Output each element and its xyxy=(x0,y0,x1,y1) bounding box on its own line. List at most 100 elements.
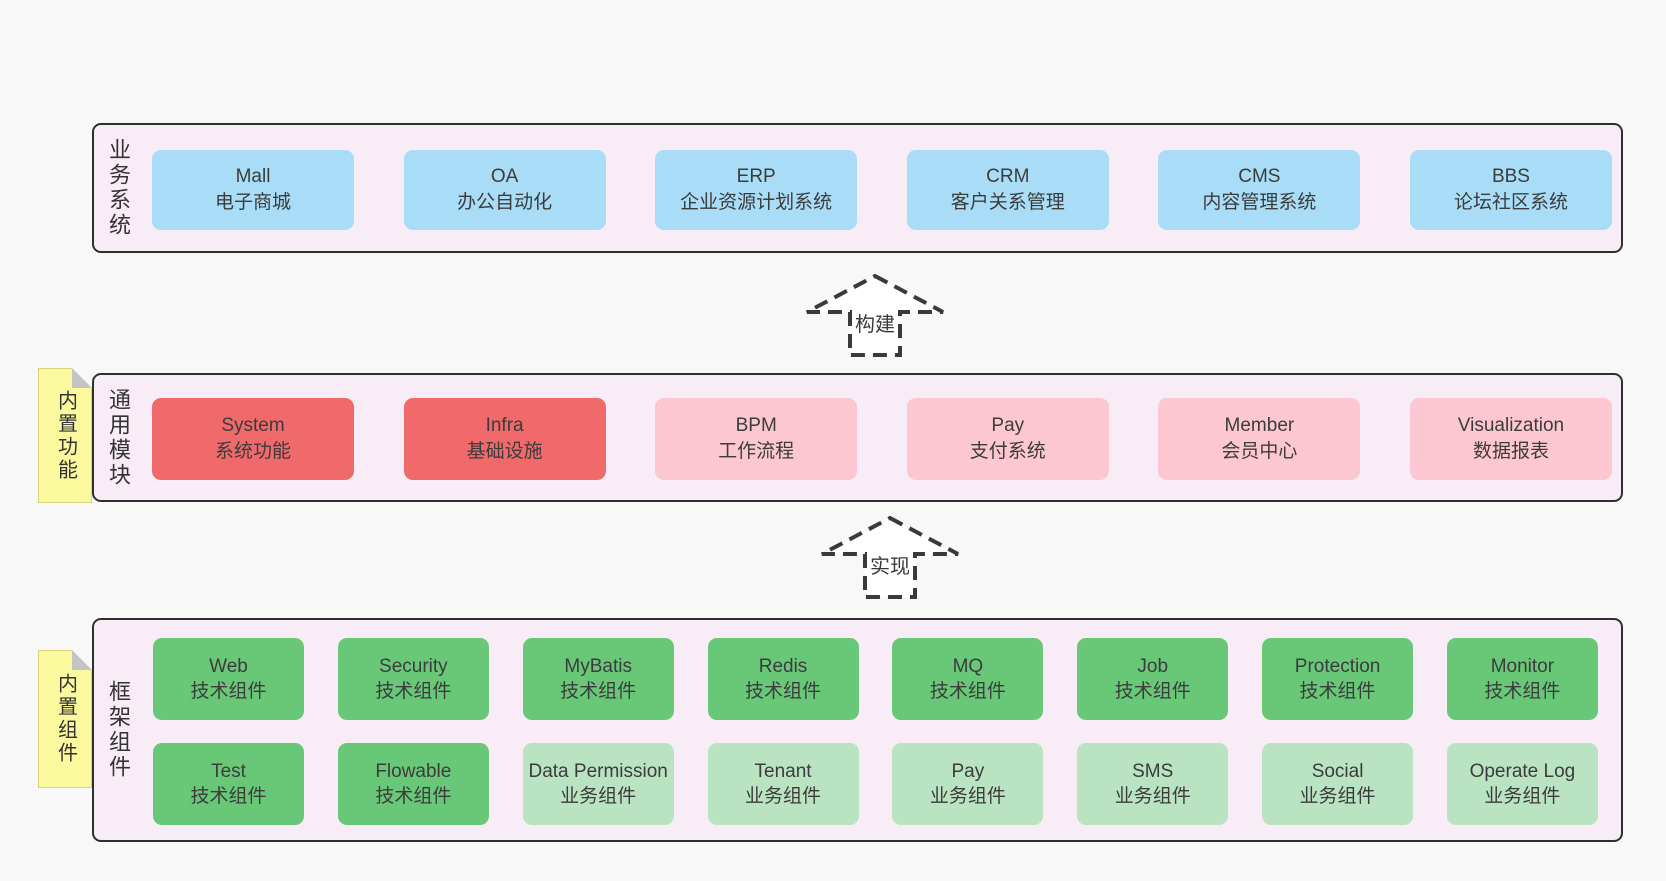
band-label-framework-components: 框架组件 xyxy=(106,680,131,780)
box-title: OA xyxy=(490,166,519,187)
box-subtitle: 技术组件 xyxy=(560,681,637,702)
box-title: Pay xyxy=(951,761,985,782)
sticky-fold-icon xyxy=(72,368,92,388)
box-title: Test xyxy=(211,761,246,782)
band-business-systems: 业务系统 Mall 电子商城 OA 办公自动化 ERP 企业资源计划系统 CRM… xyxy=(92,123,1623,253)
box-title: SMS xyxy=(1132,761,1174,782)
box-protection: Protection 技术组件 xyxy=(1262,638,1414,720)
box-erp: ERP 企业资源计划系统 xyxy=(655,150,858,230)
box-subtitle: 业务组件 xyxy=(929,786,1006,807)
box-title: Tenant xyxy=(754,761,812,782)
box-subtitle: 电子商城 xyxy=(214,192,291,213)
box-oa: OA 办公自动化 xyxy=(403,150,606,230)
box-subtitle: 企业资源计划系统 xyxy=(680,192,833,213)
box-subtitle: 工作流程 xyxy=(718,441,795,462)
band-framework-components: 框架组件 Web 技术组件 Security 技术组件 MyBatis 技术组件… xyxy=(92,618,1623,842)
sticky-note-built-in-features: 内置功能 xyxy=(38,368,92,503)
box-subtitle: 基础设施 xyxy=(466,441,543,462)
box-subtitle: 技术组件 xyxy=(929,681,1006,702)
box-title: MQ xyxy=(952,656,984,677)
box-title: BBS xyxy=(1491,166,1530,187)
box-subtitle: 技术组件 xyxy=(190,786,267,807)
box-title: MyBatis xyxy=(564,656,632,677)
box-title: BPM xyxy=(735,415,777,436)
band-label-business-systems: 业务系统 xyxy=(106,138,131,238)
box-data-permission: Data Permission 业务组件 xyxy=(522,743,674,825)
box-system: System 系统功能 xyxy=(152,398,354,480)
box-title: Social xyxy=(1311,761,1364,782)
box-redis: Redis 技术组件 xyxy=(707,638,859,720)
box-tenant: Tenant 业务组件 xyxy=(707,743,859,825)
box-security: Security 技术组件 xyxy=(337,638,489,720)
box-mybatis: MyBatis 技术组件 xyxy=(522,638,674,720)
box-subtitle: 会员中心 xyxy=(1221,441,1298,462)
box-bbs: BBS 论坛社区系统 xyxy=(1409,150,1612,230)
framework-components-grid: Web 技术组件 Security 技术组件 MyBatis 技术组件 Redi… xyxy=(153,638,1598,825)
arrow-build-label: 构建 xyxy=(852,308,898,337)
box-flowable: Flowable 技术组件 xyxy=(337,743,489,825)
arrow-implement: 实现 xyxy=(820,516,960,600)
box-title: Operate Log xyxy=(1469,761,1576,782)
box-web: Web 技术组件 xyxy=(153,638,304,720)
box-title: ERP xyxy=(736,166,776,187)
box-subtitle: 技术组件 xyxy=(1299,681,1376,702)
sticky-label: 内置功能 xyxy=(54,389,77,482)
box-subtitle: 技术组件 xyxy=(1114,681,1191,702)
sticky-label: 内置组件 xyxy=(54,673,77,765)
box-title: Mall xyxy=(235,166,271,187)
box-subtitle: 业务组件 xyxy=(1484,786,1561,807)
box-title: Web xyxy=(209,656,248,677)
sticky-fold-icon xyxy=(72,650,92,670)
box-subtitle: 内容管理系统 xyxy=(1202,192,1317,213)
box-cms: CMS 内容管理系统 xyxy=(1158,150,1361,230)
box-subtitle: 客户关系管理 xyxy=(950,192,1065,213)
box-subtitle: 业务组件 xyxy=(560,786,637,807)
box-subtitle: 技术组件 xyxy=(745,681,822,702)
box-subtitle: 业务组件 xyxy=(1114,786,1191,807)
box-subtitle: 支付系统 xyxy=(969,441,1046,462)
box-title: Protection xyxy=(1294,656,1381,677)
box-title: Infra xyxy=(485,415,524,436)
band-common-modules: 通用模块 System 系统功能 Infra 基础设施 BPM 工作流程 Pay… xyxy=(92,373,1623,502)
box-title: Flowable xyxy=(375,761,452,782)
box-pay: Pay 支付系统 xyxy=(906,398,1109,480)
box-test: Test 技术组件 xyxy=(153,743,304,825)
box-title: Job xyxy=(1137,656,1169,677)
box-visualization: Visualization 数据报表 xyxy=(1409,398,1612,480)
box-pay-business: Pay 业务组件 xyxy=(892,743,1044,825)
box-subtitle: 办公自动化 xyxy=(457,192,553,213)
box-sms: SMS 业务组件 xyxy=(1077,743,1229,825)
box-title: Monitor xyxy=(1490,656,1555,677)
box-title: Visualization xyxy=(1457,415,1565,436)
band-label-common-modules: 通用模块 xyxy=(106,387,131,488)
box-title: CRM xyxy=(986,166,1030,187)
box-subtitle: 技术组件 xyxy=(190,681,267,702)
common-modules-row: System 系统功能 Infra 基础设施 BPM 工作流程 Pay 支付系统… xyxy=(152,398,1612,480)
box-job: Job 技术组件 xyxy=(1077,638,1229,720)
box-title: Pay xyxy=(991,415,1025,436)
box-subtitle: 技术组件 xyxy=(375,681,452,702)
box-infra: Infra 基础设施 xyxy=(403,398,606,480)
sticky-note-built-in-components: 内置组件 xyxy=(38,650,92,788)
box-mall: Mall 电子商城 xyxy=(152,150,354,230)
box-subtitle: 系统功能 xyxy=(214,441,291,462)
box-member: Member 会员中心 xyxy=(1158,398,1361,480)
box-title: Data Permission xyxy=(528,761,668,782)
box-subtitle: 技术组件 xyxy=(375,786,452,807)
box-social: Social 业务组件 xyxy=(1262,743,1414,825)
arrow-implement-label: 实现 xyxy=(867,550,913,579)
box-subtitle: 数据报表 xyxy=(1472,441,1549,462)
box-subtitle: 论坛社区系统 xyxy=(1453,192,1568,213)
box-bpm: BPM 工作流程 xyxy=(655,398,858,480)
box-title: Member xyxy=(1224,415,1295,436)
box-monitor: Monitor 技术组件 xyxy=(1446,638,1598,720)
box-subtitle: 业务组件 xyxy=(745,786,822,807)
box-operate-log: Operate Log 业务组件 xyxy=(1446,743,1598,825)
box-title: System xyxy=(221,415,285,436)
box-title: CMS xyxy=(1238,166,1281,187)
box-mq: MQ 技术组件 xyxy=(892,638,1044,720)
arrow-build: 构建 xyxy=(805,274,945,358)
box-subtitle: 技术组件 xyxy=(1484,681,1561,702)
box-title: Security xyxy=(379,656,448,677)
